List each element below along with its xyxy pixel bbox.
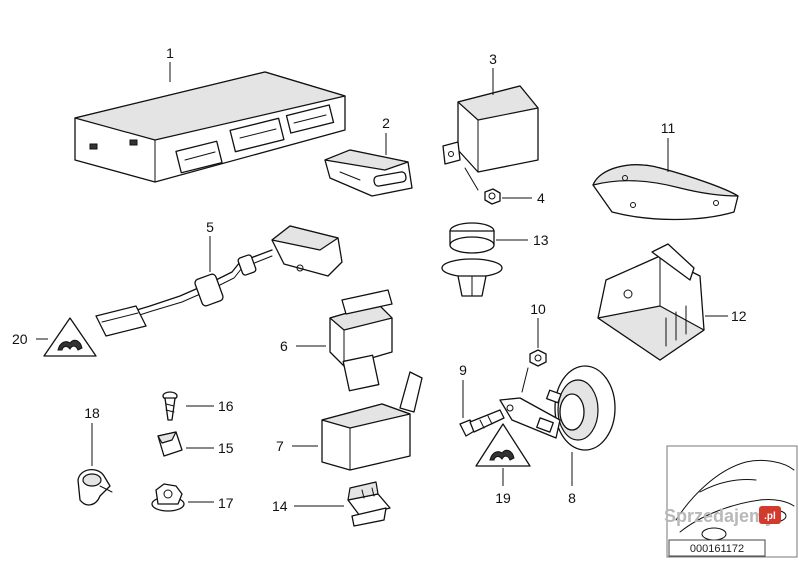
callout-19: 19 <box>495 490 511 506</box>
callout-1: 1 <box>166 45 174 61</box>
part-15-clip-nut <box>157 431 214 457</box>
part-3-relay <box>442 68 539 173</box>
part-19-warning-label <box>475 423 531 486</box>
warning-triangle-icon <box>475 423 531 467</box>
part-13-grommet <box>441 222 528 297</box>
warning-triangle-icon <box>43 317 97 357</box>
part-1-control-module <box>74 62 346 183</box>
callout-3: 3 <box>489 51 497 67</box>
part-6-relay <box>296 289 393 392</box>
callout-5: 5 <box>206 219 214 235</box>
callout-16: 16 <box>218 398 234 414</box>
watermark-badge-text: .pl <box>764 511 776 522</box>
part-9-bolt <box>459 380 505 437</box>
part-4-nut <box>464 167 532 205</box>
part-20-warning-label <box>36 317 97 357</box>
callout-11: 11 <box>661 120 676 136</box>
part-7-cover <box>292 371 423 471</box>
callout-4: 4 <box>537 190 545 206</box>
callout-8: 8 <box>568 490 576 506</box>
callout-7: 7 <box>276 438 284 454</box>
callout-17: 17 <box>218 495 234 511</box>
callout-14: 14 <box>272 498 288 514</box>
part-11-cover <box>592 138 739 221</box>
callout-15: 15 <box>218 440 234 456</box>
part-8-horn <box>499 365 616 486</box>
callout-2: 2 <box>382 115 390 131</box>
part-18-cable-clip <box>77 423 113 506</box>
callout-6: 6 <box>280 338 288 354</box>
callout-18: 18 <box>84 405 100 421</box>
callout-20: 20 <box>12 331 28 347</box>
callout-9: 9 <box>459 362 467 378</box>
part-14-fuse-clip <box>294 481 391 527</box>
car-outline-icon <box>675 459 795 541</box>
watermark-badge <box>759 506 781 524</box>
watermark-text: Sprzedajemy <box>664 506 775 526</box>
part-17-flange-nut <box>151 483 214 512</box>
callout-13: 13 <box>533 232 549 248</box>
part-2-connector <box>324 133 413 197</box>
watermark: Sprzedajemy .pl <box>664 506 781 526</box>
catalog-code: 000161172 <box>690 543 744 555</box>
callout-12: 12 <box>731 308 747 324</box>
callout-10: 10 <box>530 301 546 317</box>
part-5-harness <box>95 225 343 337</box>
vehicle-inset <box>666 445 798 558</box>
catalog-code-box <box>668 539 766 557</box>
part-10-nut <box>521 318 547 393</box>
part-16-screw <box>162 391 214 421</box>
part-12-holder <box>597 243 728 361</box>
